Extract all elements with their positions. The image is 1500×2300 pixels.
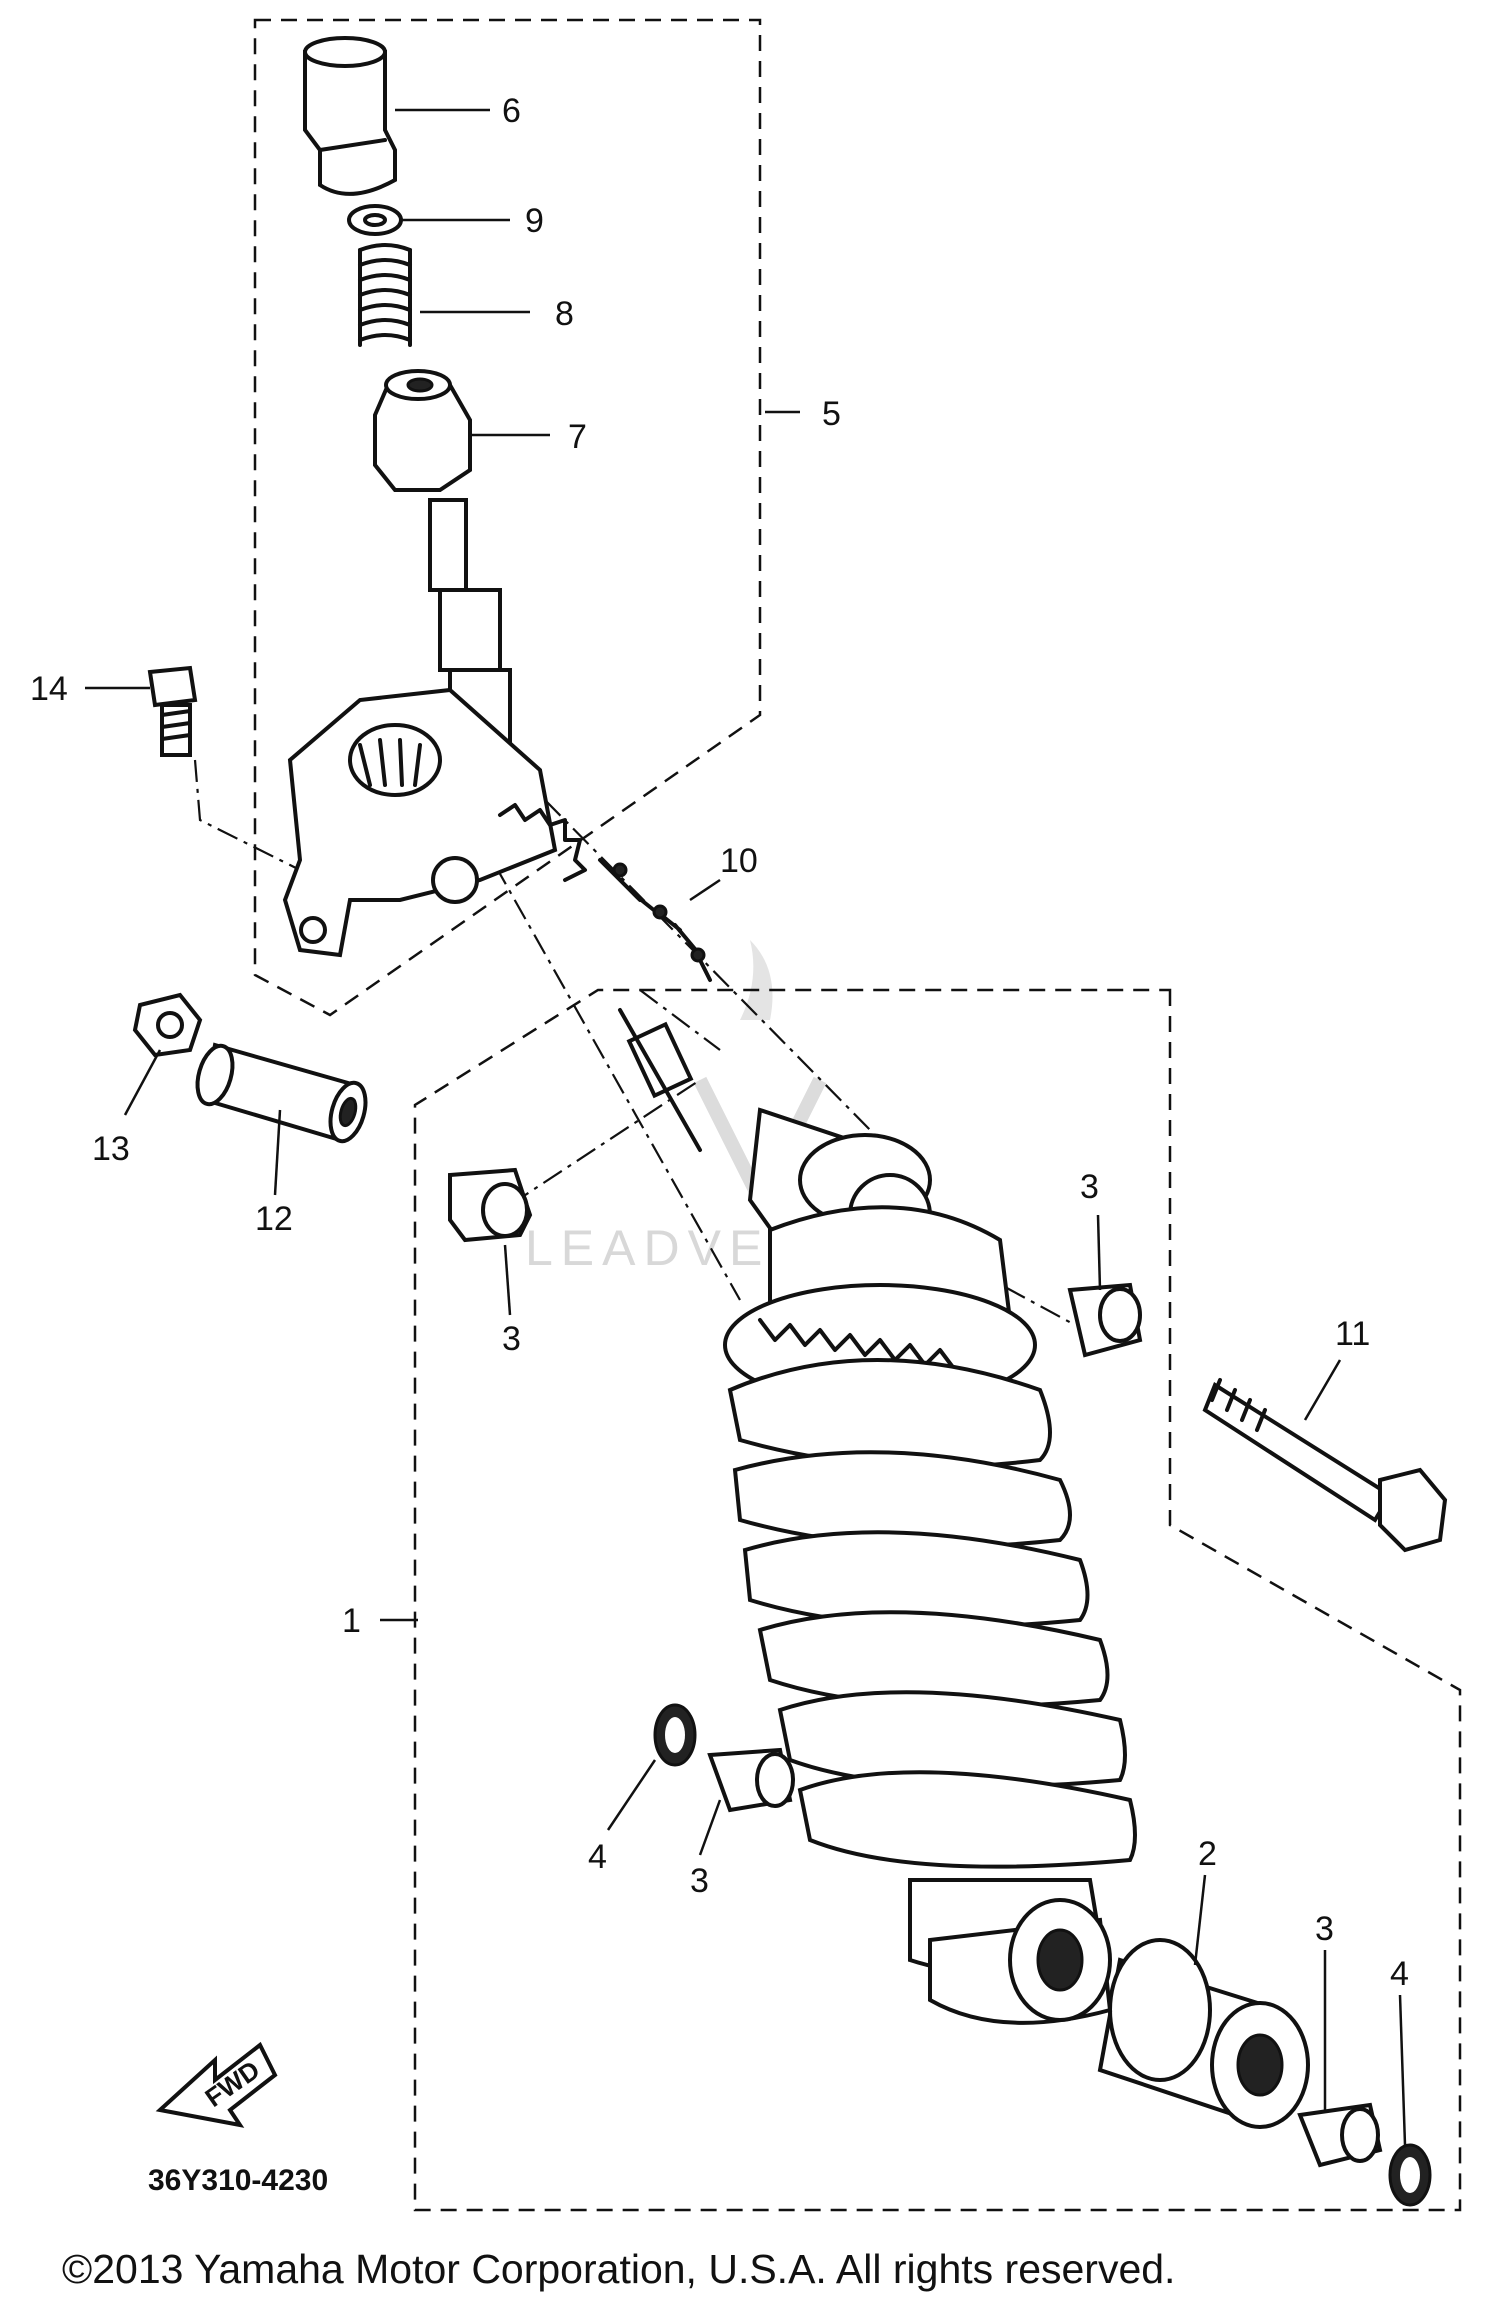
callout-5: 5	[822, 395, 841, 433]
bolt-part-11	[1202, 1378, 1448, 1553]
adjuster-assembly-part-5	[282, 498, 587, 958]
forward-arrow-icon: FWD	[155, 2041, 278, 2128]
callout-10: 10	[720, 842, 758, 880]
callout-4b: 4	[1390, 1955, 1409, 1993]
washer-part-9	[347, 204, 403, 236]
assembly-5-outline	[253, 18, 762, 1017]
callout-14: 14	[30, 670, 68, 708]
washer-part-4-left	[653, 1703, 697, 1767]
bushing-part-3-lower-left	[707, 1747, 795, 1813]
callout-4a: 4	[588, 1838, 607, 1876]
callout-3c: 3	[690, 1862, 709, 1900]
shock-absorber-part-1	[618, 1008, 1137, 2025]
collar-part-12	[195, 1042, 368, 1144]
bushing-part-3-upper-right	[1067, 1282, 1143, 1358]
callout-7: 7	[568, 418, 587, 456]
leader-lines	[85, 108, 1407, 2146]
assembly-1-outline	[413, 988, 1462, 2212]
holder-part-7	[373, 369, 472, 492]
chain-part-10	[598, 858, 712, 982]
bolt-part-14	[147, 665, 198, 757]
nut-part-13	[132, 992, 203, 1058]
callout-11: 11	[1335, 1315, 1370, 1353]
callout-12: 12	[255, 1200, 293, 1238]
washer-part-4-right	[1388, 2143, 1432, 2207]
callout-3a: 3	[502, 1320, 521, 1358]
callout-9: 9	[525, 202, 544, 240]
callout-8: 8	[555, 295, 574, 333]
callout-13: 13	[92, 1130, 130, 1168]
spring-part-8	[358, 243, 412, 347]
drawing-code: 36Y310-4230	[148, 2164, 328, 2197]
collar-part-2	[1097, 1938, 1310, 2129]
callout-6: 6	[502, 92, 521, 130]
callout-3d: 3	[1315, 1910, 1334, 1948]
callout-2: 2	[1198, 1835, 1217, 1873]
bushing-part-3-upper-left	[448, 1167, 533, 1243]
copyright-text: ©2013 Yamaha Motor Corporation, U.S.A. A…	[62, 2246, 1175, 2292]
adjuster-knob-part-6	[303, 36, 397, 196]
bushing-part-3-lower-right	[1297, 2102, 1383, 2168]
callout-1: 1	[342, 1602, 361, 1640]
callout-3b: 3	[1080, 1168, 1099, 1206]
